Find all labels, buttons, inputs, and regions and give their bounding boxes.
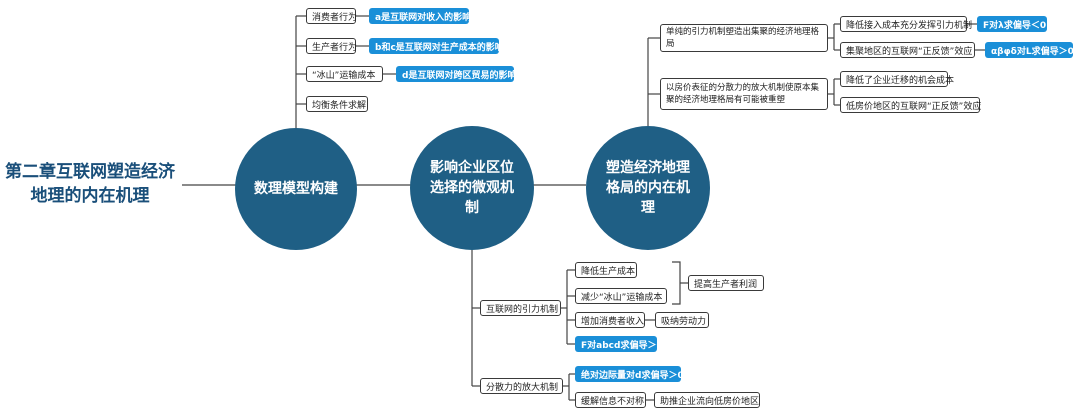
circle-micro-mechanism-label: 影响企业区位选择的微观机制 <box>430 160 514 216</box>
circle-model-building-label: 数理模型构建 <box>254 181 338 197</box>
node-push-to-low-price-region: 助推企业流向低房价地区 <box>654 392 760 408</box>
node-increase-income: 增加消费者收入 <box>575 312 645 328</box>
node-reduce-production-cost: 降低生产成本 <box>575 262 637 278</box>
circle-macro-mechanism: 塑造经济地理格局的内在机理 <box>586 126 710 250</box>
node-dispersion-force: 分散力的放大机制 <box>480 378 563 394</box>
node-attract-labor: 吸纳劳动力 <box>655 312 709 328</box>
chapter-title-line-2: 地理的内在机理 <box>30 186 150 206</box>
node-migration-opportunity-cost: 降低了企业迁移的机会成本 <box>840 71 954 87</box>
node-reduce-access-cost: 降低接入成本充分发挥引力机制 <box>840 16 972 32</box>
node-raise-producer-profit: 提高生产者利润 <box>688 275 764 291</box>
node-consumer-behavior: 消费者行为 <box>306 8 357 24</box>
chapter-title: 第二章互联网塑造经济 地理的内在机理 <box>0 160 180 208</box>
tag-l-derivative: αβφδ对L求偏导＞0 <box>985 42 1074 58</box>
node-gravity-agglomeration: 单纯的引力机制塑造出集聚的经济地理格局 <box>660 24 828 52</box>
tag-income-effect: a是互联网对收入的影响 <box>369 8 471 24</box>
tag-f-lambda-derivative: F对λ求偏导＜0 <box>977 16 1047 32</box>
circle-micro-mechanism: 影响企业区位选择的微观机制 <box>410 126 534 250</box>
circle-model-building: 数理模型构建 <box>235 128 357 250</box>
node-reduce-iceberg-cost: 减少“冰山”运输成本 <box>575 288 667 304</box>
node-equilibrium-solving: 均衡条件求解 <box>306 96 368 112</box>
tag-d-derivative: 绝对边际量对d求偏导＞0 <box>575 366 684 382</box>
circle-macro-mechanism-label: 塑造经济地理格局的内在机理 <box>606 160 690 216</box>
node-ease-information-asymmetry: 缓解信息不对称 <box>575 392 646 408</box>
node-internet-gravity: 互联网的引力机制 <box>480 300 561 316</box>
chapter-title-line-1: 第二章互联网塑造经济 <box>5 162 175 182</box>
node-low-price-feedback: 低房价地区的互联网“正反馈”效应 <box>840 97 981 113</box>
tag-f-abcd-derivative: F对abcd求偏导＞0 <box>575 336 663 352</box>
node-agglomeration-feedback: 集聚地区的互联网“正反馈”效应 <box>840 42 975 58</box>
node-dispersion-amplification: 以房价表征的分散力的放大机制使原本集聚的经济地理格局有可能被重塑 <box>660 78 828 110</box>
node-iceberg-cost: “冰山”运输成本 <box>306 66 383 82</box>
tag-production-cost-effect: b和c是互联网对生产成本的影响 <box>369 38 504 54</box>
tag-trade-effect: d是互联网对跨区贸易的影响 <box>396 66 516 82</box>
node-producer-behavior: 生产者行为 <box>306 38 357 54</box>
